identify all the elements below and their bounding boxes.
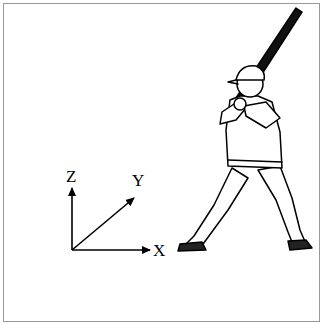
torso bbox=[226, 96, 282, 168]
axis-label: Y bbox=[132, 172, 144, 189]
coordinate-axes bbox=[72, 188, 150, 250]
x-axis bbox=[72, 249, 150, 251]
belt bbox=[228, 160, 282, 162]
axis-label: Z bbox=[66, 168, 76, 185]
y-axis bbox=[72, 198, 134, 250]
shoe bbox=[178, 242, 206, 251]
cap-brim bbox=[228, 80, 238, 84]
batter-figure bbox=[178, 8, 312, 251]
arm bbox=[244, 102, 280, 128]
leg bbox=[258, 166, 306, 244]
z-axis bbox=[71, 188, 73, 250]
axis-label: X bbox=[153, 242, 165, 259]
image-border bbox=[4, 4, 320, 322]
shoe bbox=[288, 240, 312, 250]
hands bbox=[234, 98, 246, 110]
cap bbox=[236, 66, 264, 80]
bat bbox=[232, 8, 302, 108]
leg bbox=[186, 168, 248, 248]
